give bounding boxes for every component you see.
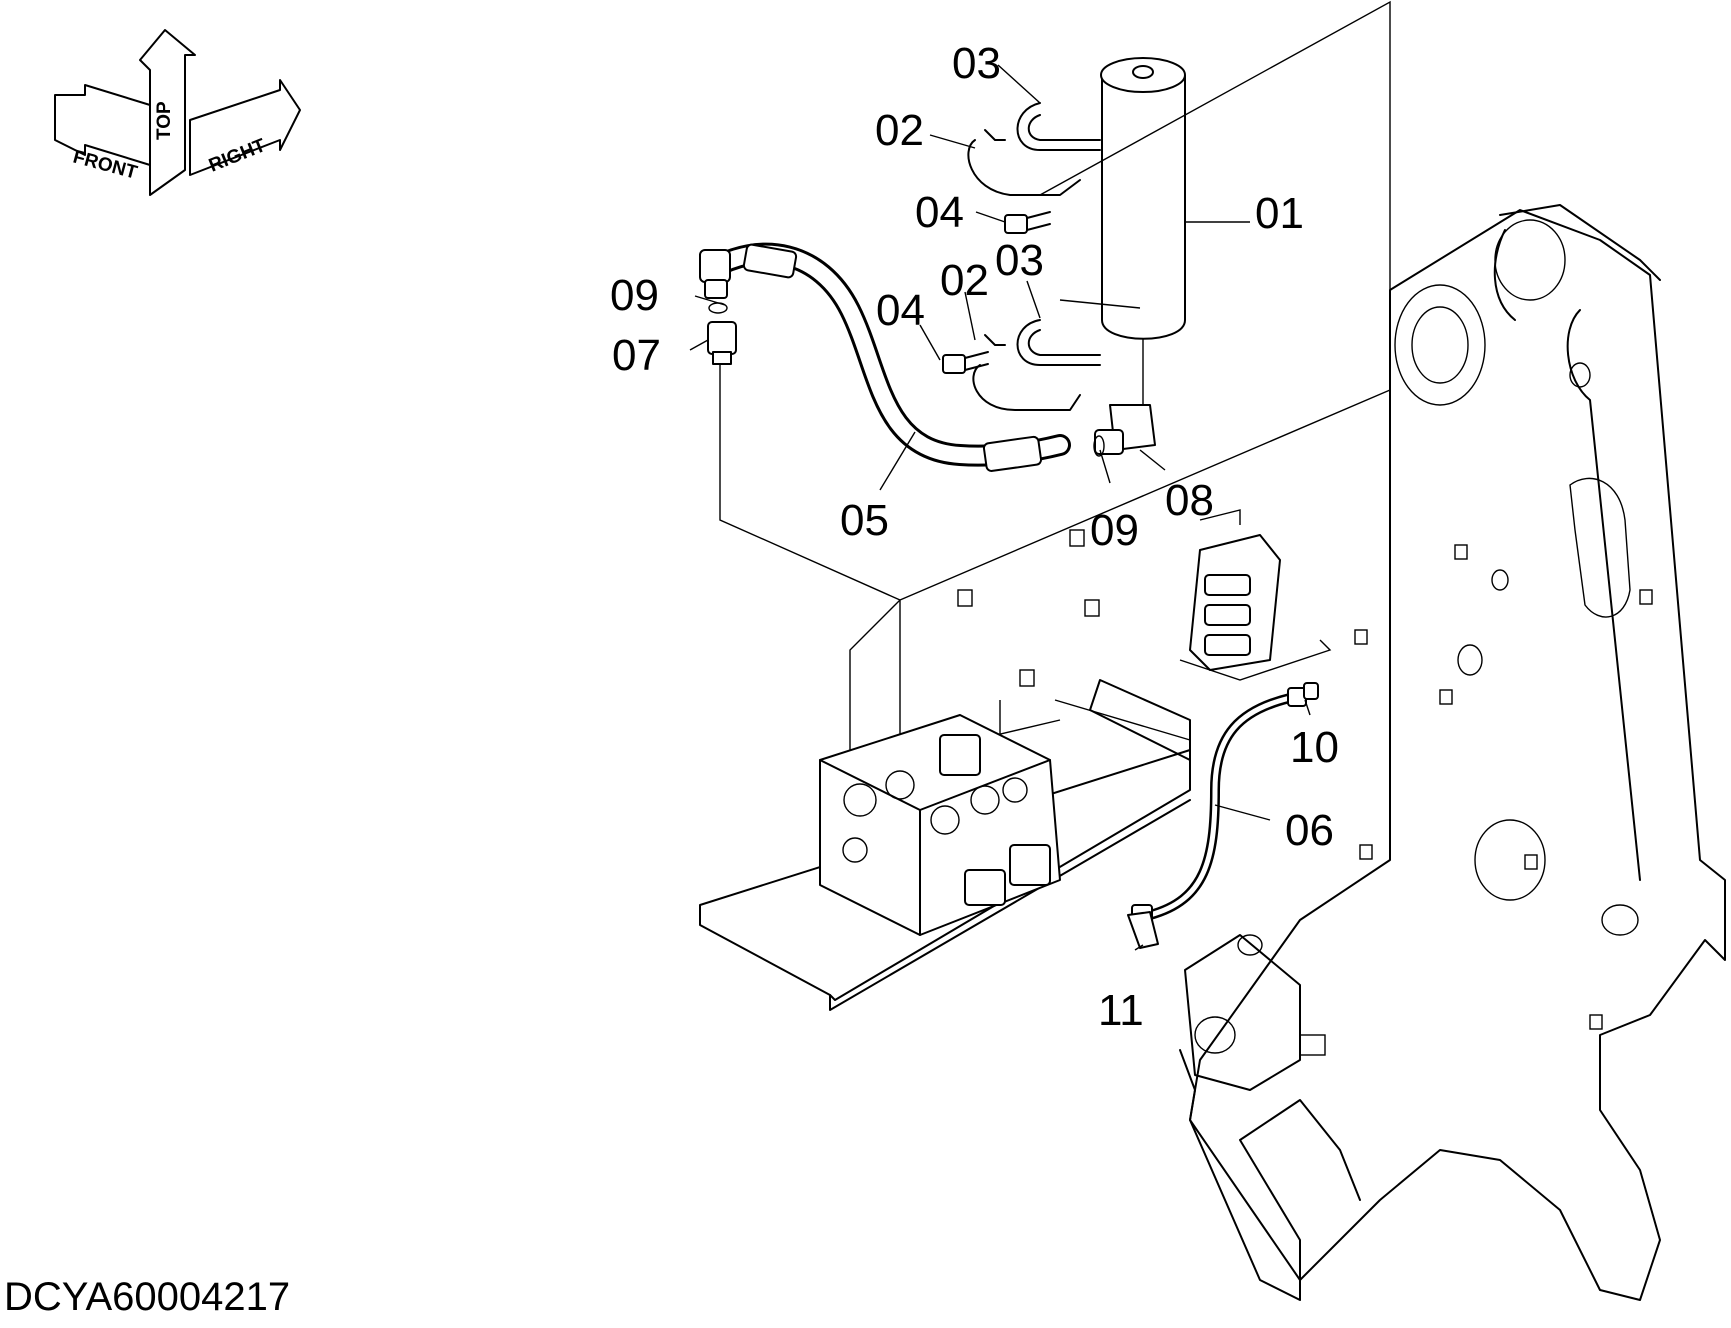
pilot-valve <box>1179 509 1332 681</box>
callout-07: 07 <box>612 331 661 380</box>
leader-lines <box>689 0 1391 951</box>
top-arrow-shape <box>139 29 196 196</box>
callout-02-upper: 02 <box>875 106 924 155</box>
callout-06: 06 <box>1285 806 1334 855</box>
callout-01: 01 <box>1255 189 1304 238</box>
callout-02-lower: 02 <box>940 256 989 305</box>
callout-05: 05 <box>840 496 889 545</box>
hose-06 <box>1127 682 1319 949</box>
callout-03-lower: 03 <box>995 236 1044 285</box>
control-valve <box>819 714 1061 936</box>
lift-arm <box>1179 934 1361 1301</box>
callout-04-lower: 04 <box>876 286 925 335</box>
callout-10: 10 <box>1290 723 1339 772</box>
callout-04-upper: 04 <box>915 188 964 237</box>
bolts <box>942 211 1051 374</box>
clamps <box>967 102 1101 411</box>
frame-plate <box>1189 204 1726 1301</box>
mounting-plate <box>699 290 1391 1011</box>
hose-05 <box>699 242 1071 472</box>
fittings <box>707 302 1156 457</box>
callout-11: 11 <box>1098 986 1144 1035</box>
document-id: DCYA60004217 <box>4 1275 290 1319</box>
callout-03-upper: 03 <box>952 39 1001 88</box>
callout-09-right: 09 <box>1090 506 1139 555</box>
callout-09-left: 09 <box>610 271 659 320</box>
callout-labels: 01 02 02 03 03 04 04 05 06 07 08 09 09 1… <box>610 39 1339 1035</box>
accumulator-cylinder <box>1100 57 1186 340</box>
orientation-symbol: FRONT TOP RIGHT <box>54 29 301 196</box>
top-label: TOP <box>154 101 175 140</box>
right-arrow-shape <box>189 79 301 176</box>
callout-08: 08 <box>1165 476 1214 525</box>
